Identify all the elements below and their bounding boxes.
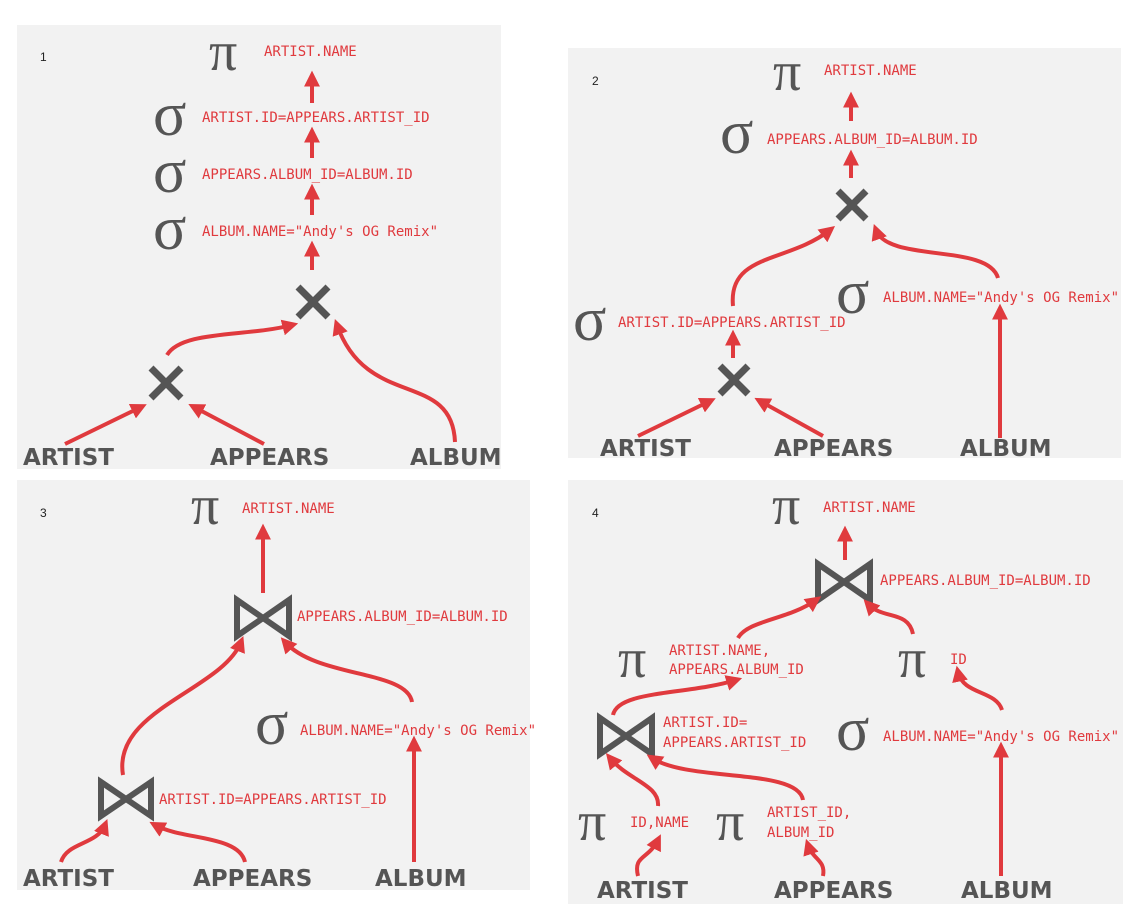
- join-label-bottom-2: APPEARS.ARTIST_ID: [663, 735, 806, 751]
- join-label-top: APPEARS.ALBUM_ID=ALBUM.ID: [880, 573, 1091, 589]
- table-artist: ARTIST: [597, 878, 688, 904]
- selection-label-album: ALBUM.NAME="Andy's OG Remix": [300, 723, 536, 739]
- arrow-proj-to-join: [736, 596, 822, 640]
- panel-number: 3: [40, 506, 47, 520]
- selection-label-album: ALBUM.NAME="Andy's OG Remix": [883, 290, 1119, 306]
- arrow-left-to-cross: [730, 226, 836, 307]
- table-album: ALBUM: [961, 878, 1053, 904]
- arrow-appears-to-cross: [754, 397, 824, 438]
- selection-sigma-icon: σ: [573, 286, 606, 354]
- table-appears: APPEARS: [774, 878, 893, 904]
- selection-label-3: ALBUM.NAME="Andy's OG Remix": [202, 224, 438, 240]
- panel-number: 2: [592, 74, 599, 88]
- plan-1-diagram: 1 π ARTIST.NAME σ ARTIST.ID=APPEARS.ARTI…: [23, 21, 502, 471]
- arrow-projid-to-join: [863, 599, 915, 635]
- projection-pi-icon: π: [773, 41, 801, 103]
- panel-number: 4: [592, 506, 599, 520]
- projection-label: ARTIST.NAME: [242, 501, 335, 517]
- panel-plan-3: 3 π ARTIST.NAME APPEARS.ALBUM_ID=ALBUM.I…: [17, 475, 536, 892]
- table-album: ALBUM: [410, 445, 502, 471]
- projection-label-appears-1: ARTIST_ID,: [767, 805, 851, 821]
- arrow-projartist-to-join: [605, 753, 661, 807]
- table-appears: APPEARS: [193, 866, 312, 892]
- projection-label: ARTIST.NAME: [823, 500, 916, 516]
- table-artist: ARTIST: [600, 436, 691, 462]
- projection-pi-icon: π: [578, 791, 606, 853]
- panel-plan-4: 4 π ARTIST.NAME APPEARS.ALBUM_ID=ALBUM.I…: [568, 475, 1123, 904]
- projection-label-mid-1: ARTIST.NAME,: [669, 643, 770, 659]
- cross-product-icon: [835, 188, 869, 222]
- arrow-artist-to-join: [59, 819, 109, 863]
- selection-sigma-icon: σ: [153, 81, 186, 149]
- projection-label: ARTIST.NAME: [824, 63, 917, 79]
- join-bowtie-icon: [597, 712, 655, 760]
- join-label-bottom-1: ARTIST.ID=: [663, 715, 747, 731]
- join-label-top: APPEARS.ALBUM_ID=ALBUM.ID: [297, 609, 508, 625]
- table-appears: APPEARS: [774, 436, 893, 462]
- projection-label: ARTIST.NAME: [264, 44, 357, 60]
- panel-plan-1: 1 π ARTIST.NAME σ ARTIST.ID=APPEARS.ARTI…: [17, 21, 502, 471]
- arrow-projappears-to-join: [646, 754, 805, 801]
- projection-pi-icon: π: [898, 628, 926, 690]
- join-bowtie-icon: [234, 594, 292, 642]
- join-bowtie-icon: [815, 558, 873, 606]
- selection-sigma-icon: σ: [153, 195, 186, 263]
- projection-label-appears-2: ALBUM_ID: [767, 825, 834, 841]
- projection-label-artist: ID,NAME: [630, 815, 689, 831]
- arrow-artist-to-cross: [637, 398, 716, 438]
- projection-label-mid-2: APPEARS.ALBUM_ID: [669, 662, 804, 678]
- table-album: ALBUM: [375, 866, 467, 892]
- selection-sigma-icon: σ: [255, 690, 288, 758]
- projection-pi-icon: π: [716, 791, 744, 853]
- selection-sigma-icon: σ: [836, 259, 869, 327]
- projection-pi-icon: π: [209, 21, 237, 83]
- selection-sigma-icon: σ: [153, 138, 186, 206]
- plan-4-diagram: 4 π ARTIST.NAME APPEARS.ALBUM_ID=ALBUM.I…: [578, 475, 1119, 904]
- selection-sigma-icon: σ: [836, 696, 869, 764]
- panel-plan-2: 2 π ARTIST.NAME σ APPEARS.ALBUM_ID=ALBUM…: [568, 41, 1121, 462]
- table-album: ALBUM: [960, 436, 1052, 462]
- plan-3-diagram: 3 π ARTIST.NAME APPEARS.ALBUM_ID=ALBUM.I…: [23, 475, 536, 892]
- join-label-bottom: ARTIST.ID=APPEARS.ARTIST_ID: [159, 792, 387, 808]
- arrow-join-to-join: [120, 636, 245, 776]
- arrow-artist-to-cross: [64, 404, 147, 446]
- table-artist: ARTIST: [23, 445, 114, 471]
- selection-label-album: ALBUM.NAME="Andy's OG Remix": [883, 729, 1119, 745]
- arrow-appears-to-proj: [803, 838, 826, 877]
- table-artist: ARTIST: [23, 866, 114, 892]
- selection-sigma-icon: σ: [720, 99, 753, 167]
- arrow-appears-to-cross: [188, 404, 265, 446]
- cross-product-icon: [295, 284, 331, 320]
- projection-pi-icon: π: [772, 475, 800, 537]
- join-bowtie-icon: [98, 776, 154, 822]
- arrow-album-to-cross: [332, 318, 457, 443]
- arrow-appears-to-join: [149, 821, 247, 863]
- selection-label-1: ARTIST.ID=APPEARS.ARTIST_ID: [202, 110, 430, 126]
- projection-pi-icon: π: [191, 475, 219, 537]
- arrow-sel-to-join: [280, 637, 414, 703]
- arrow-artist-to-proj: [635, 834, 661, 877]
- plan-2-diagram: 2 π ARTIST.NAME σ APPEARS.ALBUM_ID=ALBUM…: [573, 41, 1119, 462]
- selection-label-join: APPEARS.ALBUM_ID=ALBUM.ID: [767, 132, 978, 148]
- arrow-cross-to-cross: [165, 319, 299, 357]
- arrow-sel-to-projid: [952, 665, 1004, 711]
- cross-product-icon: [148, 365, 184, 401]
- panel-number: 1: [40, 50, 47, 64]
- selection-label-2: APPEARS.ALBUM_ID=ALBUM.ID: [202, 167, 413, 183]
- cross-product-icon: [717, 363, 751, 397]
- projection-label-id: ID: [950, 652, 967, 668]
- arrow-join-to-proj-mid: [611, 675, 743, 716]
- arrow-right-to-cross: [871, 223, 1000, 279]
- table-appears: APPEARS: [210, 445, 329, 471]
- selection-label-artist: ARTIST.ID=APPEARS.ARTIST_ID: [618, 315, 846, 331]
- projection-pi-icon: π: [618, 628, 646, 690]
